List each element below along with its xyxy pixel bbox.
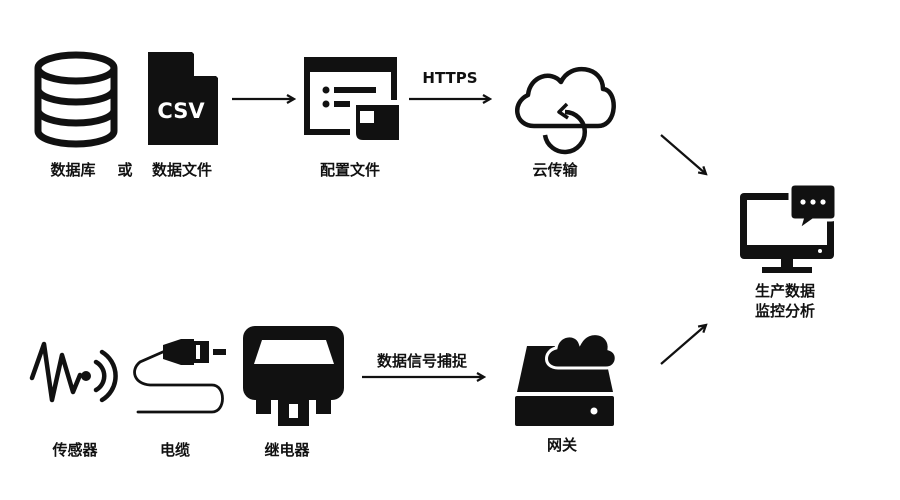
arrow-gateway-to-monitor — [660, 325, 706, 365]
monitor-chat-icon — [740, 182, 838, 273]
relay-icon — [243, 326, 344, 426]
cloud-transfer-label: 云传输 — [532, 161, 578, 179]
cable-label: 电缆 — [160, 441, 190, 459]
csv-file-icon: CSV — [148, 52, 218, 145]
data-file-label: 数据文件 — [152, 161, 212, 179]
config-file-label: 配置文件 — [320, 161, 380, 179]
sensor-wave-icon — [29, 341, 118, 403]
gateway-server-cloud-icon — [515, 332, 618, 426]
cloud-sync-icon — [515, 66, 616, 155]
csv-badge: CSV — [157, 99, 205, 123]
database-label: 数据库 — [50, 161, 95, 179]
config-window-icon — [304, 57, 402, 144]
cable-plug-icon — [133, 339, 226, 414]
gateway-label: 网关 — [547, 436, 577, 454]
signal-capture-label: 数据信号捕捉 — [377, 352, 468, 370]
output-label-line1: 生产数据 — [755, 282, 815, 300]
https-label: HTTPS — [422, 69, 477, 87]
arrow-cloud-to-monitor — [660, 134, 706, 174]
relay-label: 继电器 — [264, 441, 310, 459]
output-label-line2: 监控分析 — [755, 302, 815, 320]
database-icon — [34, 51, 118, 148]
sensor-label: 传感器 — [51, 441, 98, 459]
or-label: 或 — [117, 161, 132, 179]
